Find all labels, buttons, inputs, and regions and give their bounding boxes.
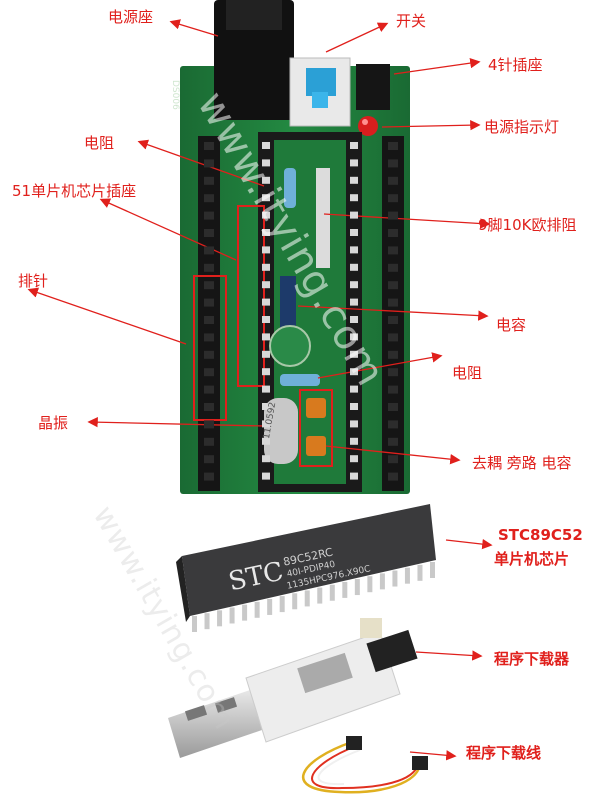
label-pin4-header: 4针插座 [488, 56, 543, 74]
label-resistor-array: 9脚10K欧排阻 [478, 216, 577, 234]
download-cable [302, 736, 428, 794]
programmer-pins [366, 629, 418, 673]
resistor-array [316, 168, 330, 268]
label-mcu-socket: 51单片机芯片插座 [12, 182, 137, 200]
pin4-header [356, 64, 390, 110]
capacitor-electrolytic [269, 325, 311, 367]
chip-pins [192, 562, 435, 632]
dev-board [180, 0, 410, 494]
decoupling-cap-1 [306, 398, 326, 418]
label-programmer: 程序下载器 [494, 650, 570, 668]
highlight-socket [237, 205, 265, 387]
board-silk-text: DS006 [170, 80, 180, 110]
label-resistor-top: 电阻 [84, 134, 115, 152]
label-power-socket: 电源座 [108, 8, 154, 26]
usb-programmer [168, 618, 418, 758]
label-power-led: 电源指示灯 [484, 118, 560, 136]
crystal [264, 398, 298, 464]
highlight-caps [299, 389, 333, 467]
pin-header-right [382, 136, 404, 491]
label-chip-model: STC89C52 [498, 526, 583, 544]
label-chip-name: 单片机芯片 [494, 550, 570, 568]
capacitor-blue [280, 276, 296, 330]
highlight-header [193, 275, 227, 421]
label-capacitor: 电容 [496, 316, 527, 334]
stc-chip [176, 504, 436, 632]
label-pin-header: 排针 [18, 272, 49, 290]
resistor-top [284, 168, 296, 208]
programmer-connector [360, 618, 382, 638]
decoupling-cap-2 [306, 436, 326, 456]
label-resistor-bottom: 电阻 [452, 364, 483, 382]
resistor-bottom [280, 374, 320, 386]
pin-header-left [198, 136, 220, 491]
label-crystal: 晶振 [38, 414, 69, 432]
label-decoupling-caps: 去耦 旁路 电容 [472, 454, 572, 472]
pin-details [204, 142, 398, 481]
label-switch: 开关 [396, 12, 427, 30]
label-download-cable: 程序下载线 [466, 744, 542, 762]
